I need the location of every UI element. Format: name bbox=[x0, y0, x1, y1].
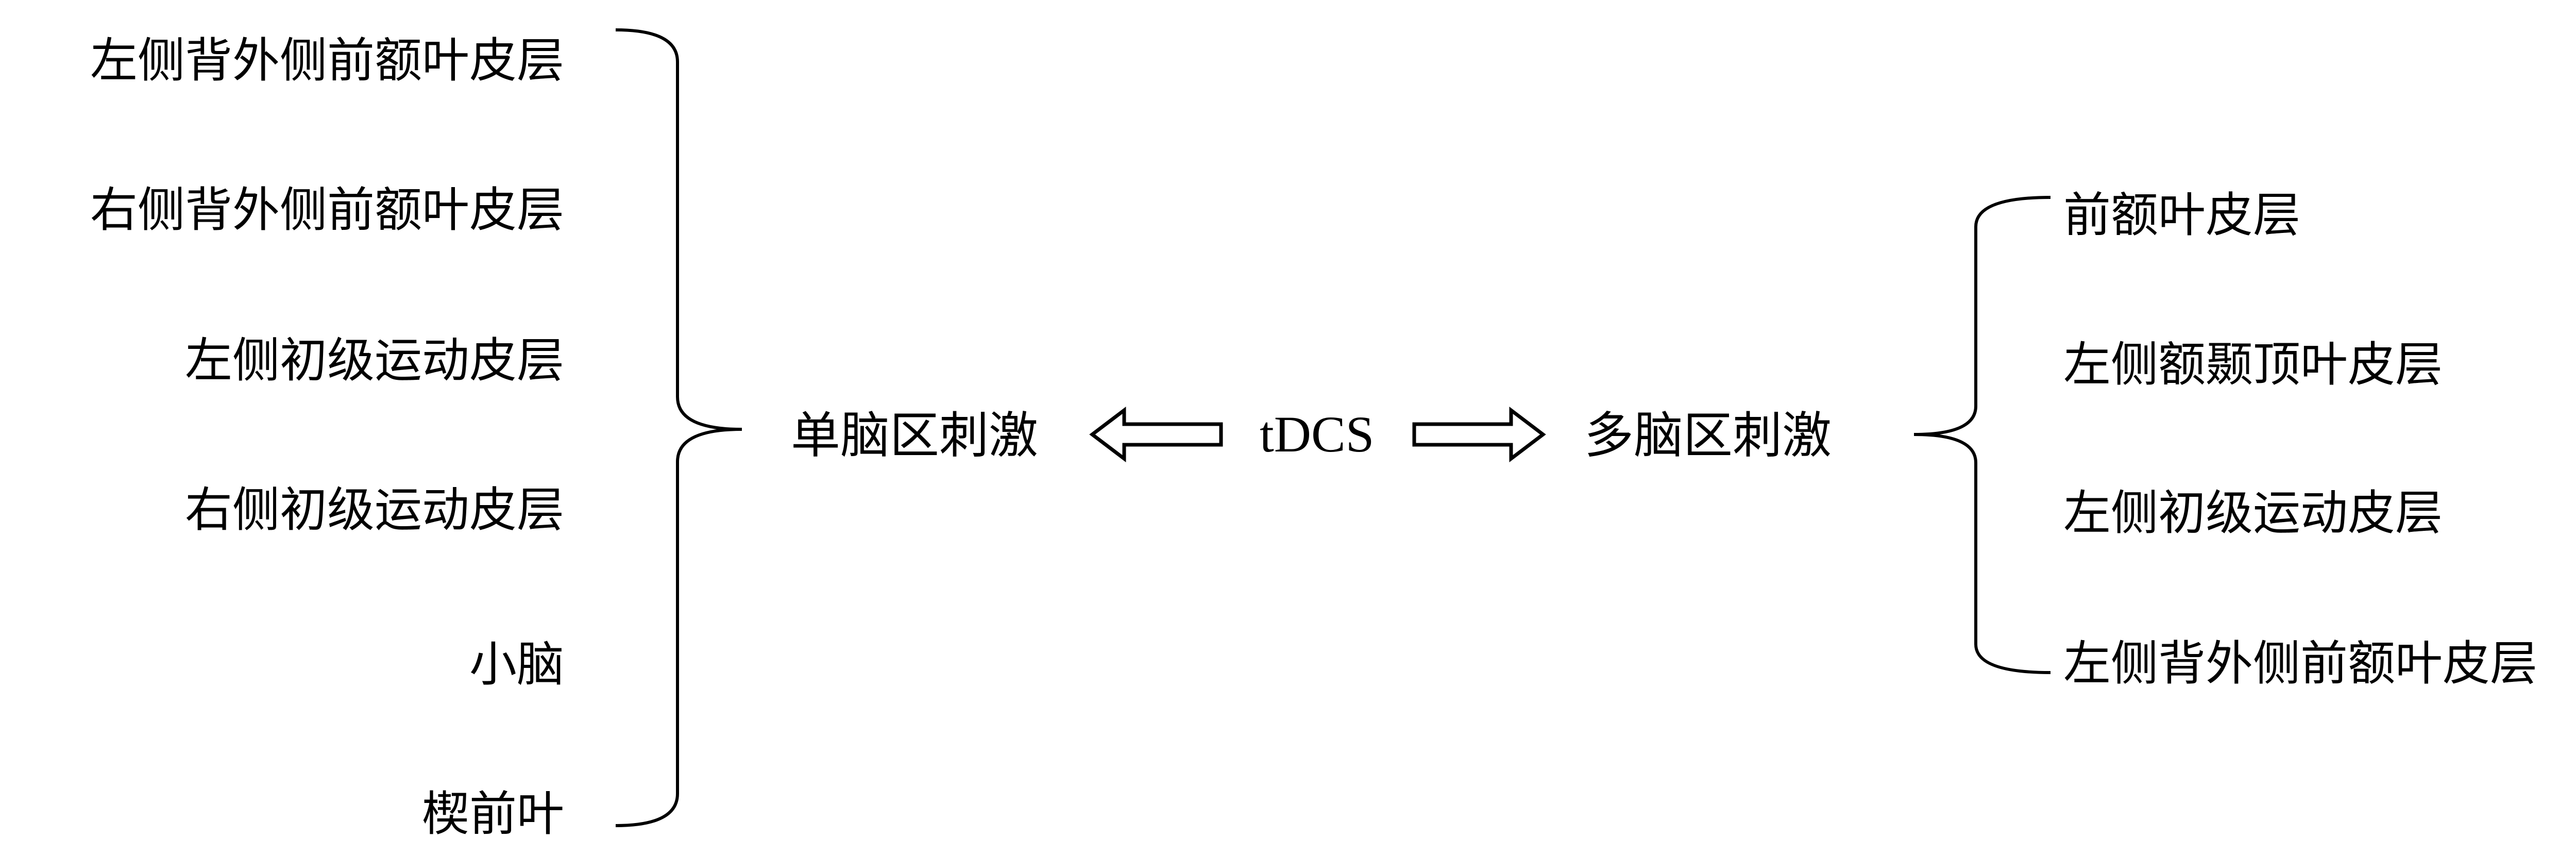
multi-region-target-2: 左侧额颞顶叶皮层 bbox=[2063, 337, 2443, 392]
single-region-target-4: 右侧初级运动皮层 bbox=[184, 482, 564, 538]
single-region-target-6: 楔前叶 bbox=[421, 786, 564, 842]
multi-region-target-4: 左侧背外侧前额叶皮层 bbox=[2063, 636, 2538, 691]
single-region-target-3: 左侧初级运动皮层 bbox=[184, 333, 564, 388]
single-region-target-2: 右侧背外侧前额叶皮层 bbox=[90, 182, 564, 238]
single-region-label: 单脑区刺激 bbox=[791, 407, 1038, 464]
arrow-to-single-region bbox=[1089, 406, 1223, 463]
tdcs-label: tDCS bbox=[1260, 406, 1375, 463]
single-region-target-1: 左侧背外侧前额叶皮层 bbox=[90, 33, 564, 88]
multi-region-target-1: 前额叶皮层 bbox=[2063, 188, 2301, 243]
single-region-target-5: 小脑 bbox=[469, 637, 564, 692]
multi-region-target-3: 左侧初级运动皮层 bbox=[2063, 485, 2443, 541]
arrow-to-multi-region bbox=[1412, 406, 1546, 463]
multi-region-brace bbox=[1913, 196, 2051, 674]
single-region-brace bbox=[615, 28, 742, 827]
multi-region-label: 多脑区刺激 bbox=[1584, 407, 1832, 464]
